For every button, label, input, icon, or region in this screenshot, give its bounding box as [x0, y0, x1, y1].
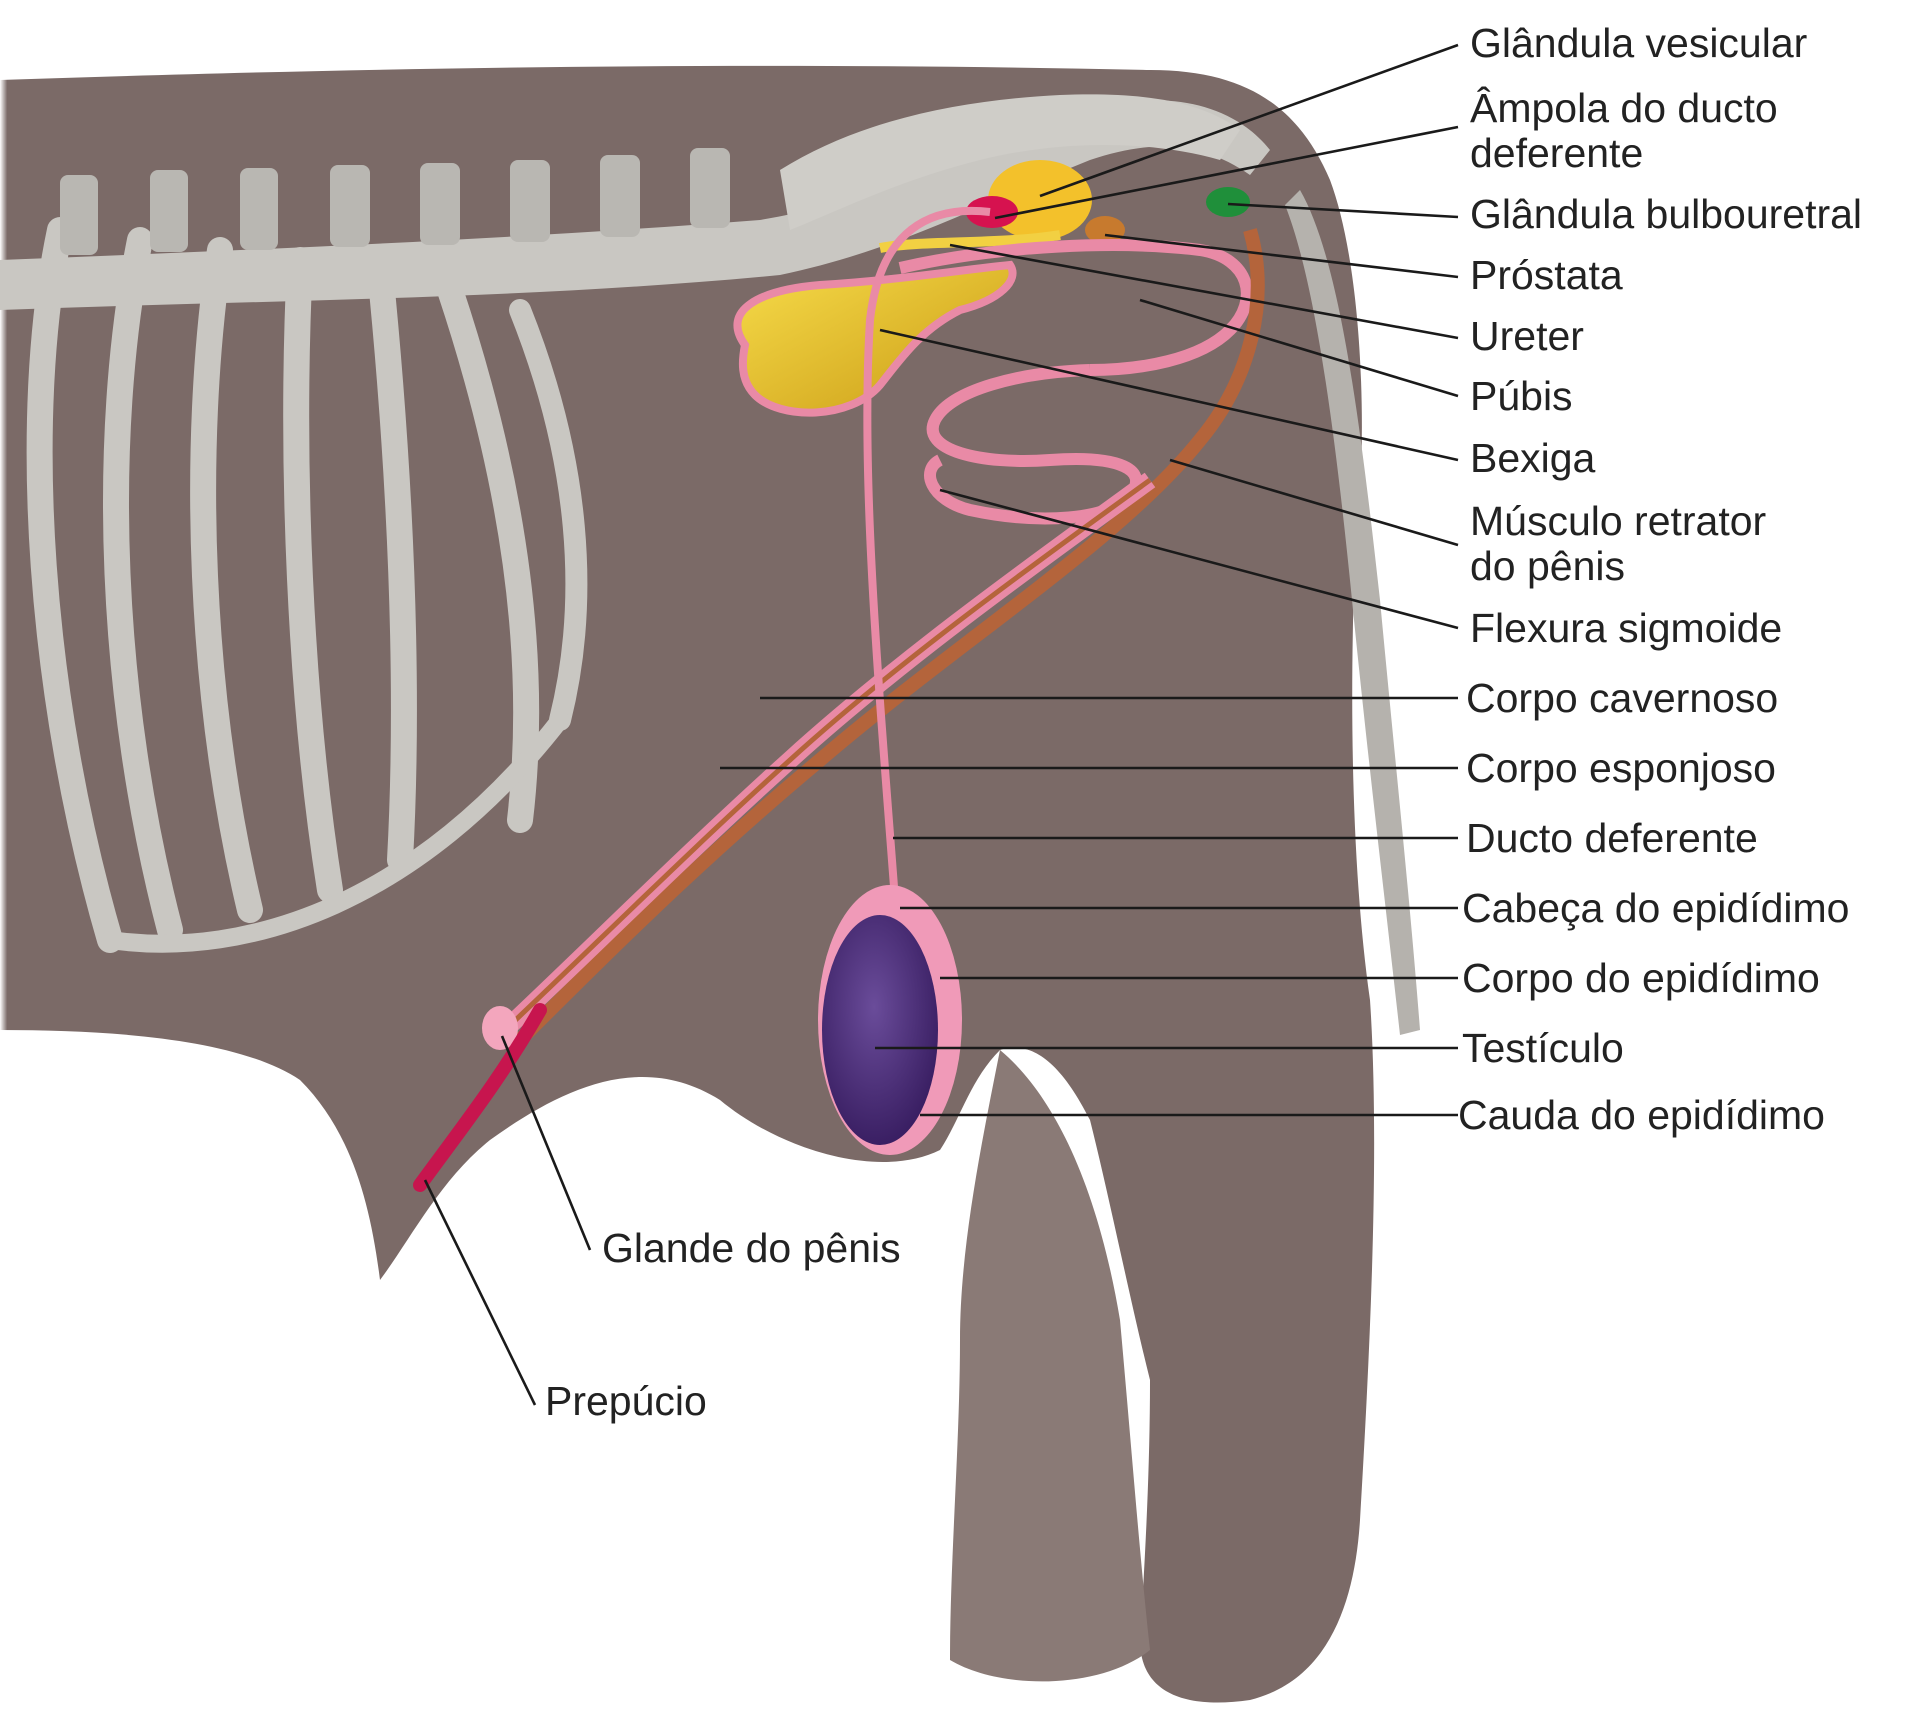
- label-bexiga: Bexiga: [1470, 435, 1596, 481]
- label-pubis: Púbis: [1470, 373, 1573, 419]
- label-glandula-vesicular: Glândula vesicular: [1470, 20, 1807, 66]
- label-corpo-cavernoso: Corpo cavernoso: [1466, 675, 1778, 721]
- label-ampola-line2: deferente: [1470, 130, 1643, 176]
- vertebra: [690, 148, 730, 228]
- vertebra: [600, 155, 640, 237]
- label-corpo-epididimo: Corpo do epidídimo: [1462, 955, 1820, 1001]
- label-testiculo: Testículo: [1462, 1025, 1624, 1071]
- label-ducto-deferente: Ducto deferente: [1466, 815, 1758, 861]
- leader-prepucio: [425, 1180, 535, 1405]
- label-ampola-line1: Âmpola do ducto: [1470, 85, 1778, 131]
- vertebra: [150, 170, 188, 252]
- label-glandula-bulbouretral: Glândula bulbouretral: [1470, 191, 1862, 237]
- label-corpo-esponjoso: Corpo esponjoso: [1466, 745, 1776, 791]
- bulbourethral-gland: [1206, 187, 1250, 217]
- label-flexura-sigmoide: Flexura sigmoide: [1470, 605, 1782, 651]
- label-glande-penis: Glande do pênis: [602, 1225, 901, 1271]
- vertebra: [510, 160, 550, 242]
- vertebra: [330, 165, 370, 247]
- vertebra: [240, 168, 278, 250]
- label-prostata: Próstata: [1470, 252, 1623, 298]
- testis: [822, 915, 938, 1145]
- label-musculo-line1: Músculo retrator: [1470, 498, 1766, 544]
- label-ureter: Ureter: [1470, 313, 1584, 359]
- vertebra: [420, 163, 460, 245]
- vertebra: [60, 175, 98, 255]
- label-cabeca-epididimo: Cabeça do epidídimo: [1462, 885, 1849, 931]
- label-musculo-line2: do pênis: [1470, 543, 1625, 589]
- label-prepucio: Prepúcio: [545, 1378, 707, 1424]
- label-cauda-epididimo: Cauda do epidídimo: [1458, 1092, 1825, 1138]
